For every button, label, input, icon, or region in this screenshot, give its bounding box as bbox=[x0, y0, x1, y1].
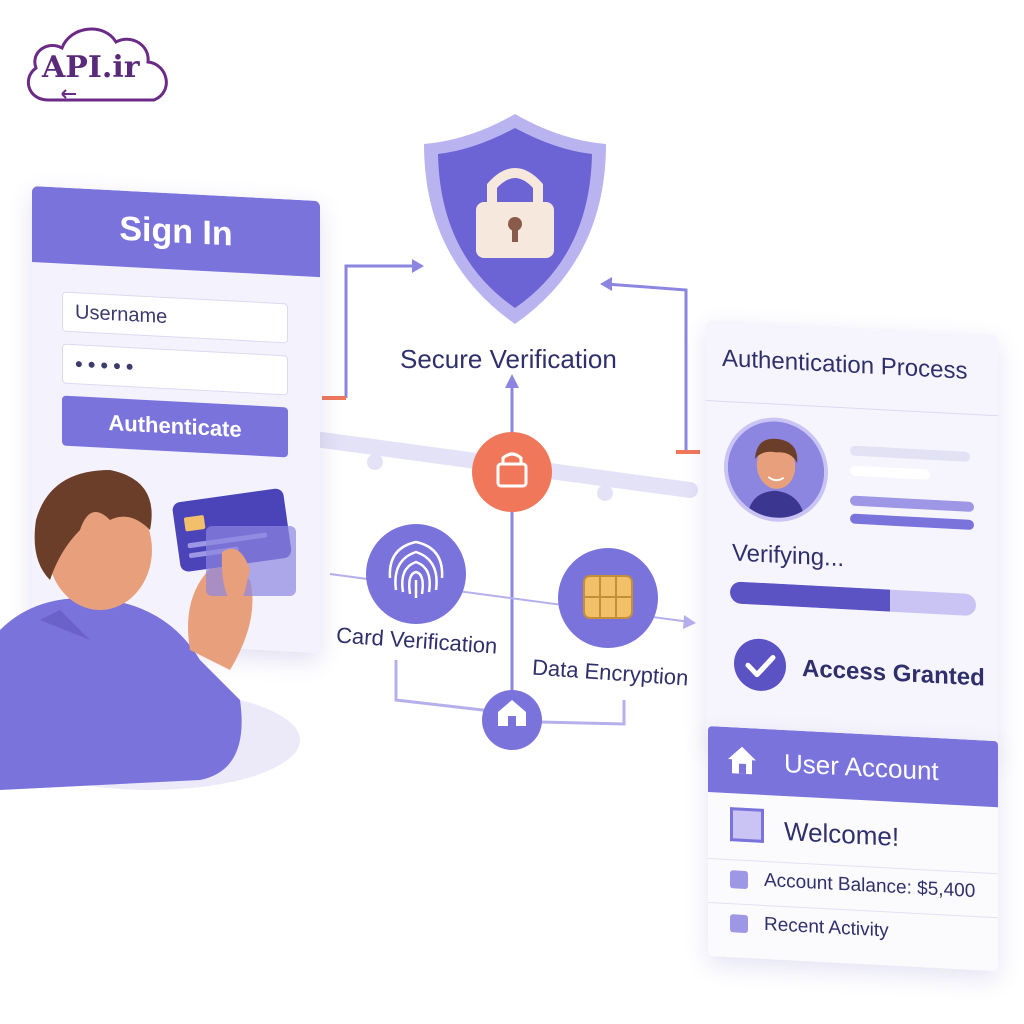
authentication-process-card: Authentication Process Verifying... Acce… bbox=[706, 320, 998, 756]
username-field[interactable]: Username bbox=[62, 291, 288, 344]
person-illustration bbox=[0, 440, 330, 800]
secure-verification-label: Secure Verification bbox=[400, 344, 617, 374]
activity-icon bbox=[730, 914, 748, 934]
home-icon bbox=[728, 746, 756, 775]
authentication-process-title: Authentication Process bbox=[722, 344, 968, 385]
placeholder-line bbox=[850, 445, 970, 462]
lock-node bbox=[472, 432, 552, 512]
avatar bbox=[724, 414, 828, 525]
user-account-title: User Account bbox=[784, 747, 939, 787]
placeholder-line bbox=[850, 513, 974, 531]
user-account-card: User Account Welcome! Account Balance: $… bbox=[708, 726, 998, 972]
recent-activity-text: Recent Activity bbox=[764, 913, 889, 942]
welcome-text: Welcome! bbox=[784, 815, 900, 853]
password-field[interactable]: ••••• bbox=[62, 343, 288, 396]
verifying-status: Verifying... bbox=[732, 539, 845, 573]
wallet-icon bbox=[730, 870, 748, 890]
profile-icon bbox=[730, 807, 764, 843]
divider bbox=[706, 400, 998, 417]
account-balance-text: Account Balance: $5,400 bbox=[764, 869, 976, 903]
access-granted-text: Access Granted bbox=[802, 655, 985, 692]
placeholder-line bbox=[850, 465, 930, 480]
shield-icon bbox=[420, 110, 610, 330]
cloud-icon bbox=[26, 27, 168, 102]
check-icon bbox=[734, 637, 786, 693]
api-ir-logo: API.ir bbox=[18, 16, 178, 112]
logo-text: API.ir bbox=[42, 50, 140, 85]
progress-fill bbox=[730, 581, 890, 612]
verification-progress-bar bbox=[730, 581, 976, 617]
account-header: User Account bbox=[708, 726, 998, 808]
sign-in-title: Sign In bbox=[32, 186, 320, 278]
placeholder-line bbox=[850, 495, 974, 513]
